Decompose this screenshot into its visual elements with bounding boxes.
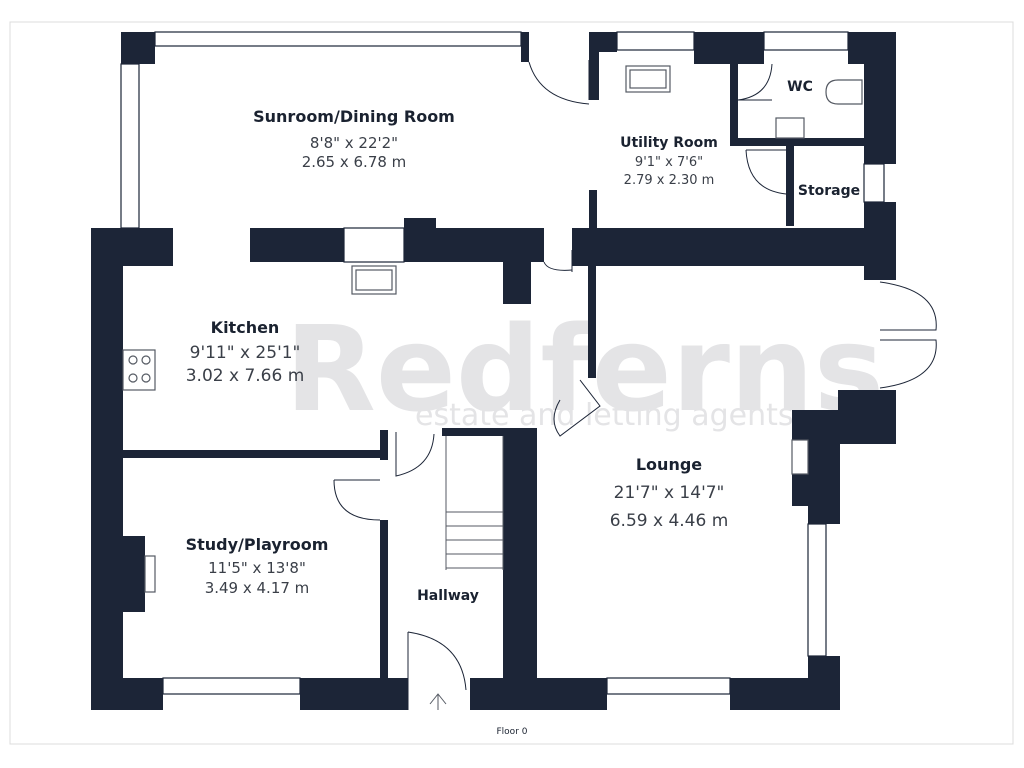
wall-kitchen-top-c — [404, 228, 544, 262]
utility-metric: 2.79 x 2.30 m — [624, 173, 715, 188]
window-study-bottom — [162, 677, 301, 695]
walls — [91, 32, 896, 710]
room-labels: Sunroom/Dining Room 8'8" x 22'2" 2.65 x … — [186, 79, 861, 737]
door-wc-swing — [737, 63, 773, 101]
hob-ring-4 — [141, 373, 151, 383]
page-border — [9, 21, 1014, 745]
wall-right-upper — [864, 32, 896, 164]
study-metric: 3.49 x 4.17 m — [205, 579, 310, 597]
sunroom-name: Sunroom/Dining Room — [253, 107, 455, 126]
door-sunroom-swing — [528, 61, 590, 105]
study-imperial: 11'5" x 13'8" — [208, 559, 306, 577]
wc-name: WC — [787, 79, 813, 95]
wall-utility-top-mid — [694, 32, 764, 64]
window-wc-top — [763, 31, 849, 51]
window-kitchen-top — [343, 227, 405, 263]
wc-toilet — [825, 79, 863, 105]
door-front — [407, 631, 467, 710]
wall-sunroom-corner-right — [521, 32, 529, 62]
window-lounge-right — [807, 523, 827, 657]
stairs-arrow-icon — [429, 693, 447, 710]
wall-hall-right — [503, 428, 537, 710]
wall-lounge-right-lower — [808, 656, 840, 710]
wall-lounge-right-step — [808, 500, 840, 524]
kitchen-sink-inner — [355, 269, 393, 291]
wall-study-hall — [380, 430, 388, 460]
utility-name: Utility Room — [620, 135, 718, 151]
wall-bottom-study — [300, 678, 408, 710]
lounge-name: Lounge — [636, 455, 702, 474]
hob-ring-1 — [128, 355, 138, 365]
wall-lounge-top — [572, 228, 896, 266]
kitchen-metric: 3.02 x 7.66 m — [186, 366, 305, 386]
wc-basin — [775, 117, 805, 139]
door-hall-kitchen — [395, 432, 435, 477]
windows — [120, 31, 885, 695]
hallway-name: Hallway — [417, 588, 479, 604]
wall-bottom-hall — [470, 678, 607, 710]
wall-kitchen-lounge — [588, 266, 596, 378]
kitchen-name: Kitchen — [211, 318, 280, 337]
watermark-tagline: estate and letting agents — [415, 398, 794, 433]
wall-bottom-left — [91, 678, 163, 710]
wall-kitchen-pillar — [503, 262, 531, 304]
hob-ring-2 — [141, 355, 151, 365]
wall-study-right — [380, 520, 388, 680]
wall-kitchen-study — [123, 450, 383, 458]
door-storage-swing — [745, 149, 787, 195]
wall-sunroom-corner — [121, 32, 155, 64]
window-lounge-bottom — [606, 677, 731, 695]
door-french-1 — [879, 281, 937, 331]
watermark: Redferns estate and letting agents — [285, 300, 884, 438]
study-name: Study/Playroom — [186, 535, 329, 554]
sunroom-imperial: 8'8" x 22'2" — [310, 134, 398, 152]
wall-hall-top — [442, 428, 537, 436]
door-study — [333, 479, 381, 521]
door-lounge-hall — [553, 379, 601, 437]
wall-storage-divider — [786, 146, 794, 226]
door-french-2 — [879, 339, 937, 389]
window-sunroom-left — [120, 63, 140, 229]
utility-imperial: 9'1" x 7'6" — [635, 155, 703, 170]
wall-utility-stub — [589, 190, 597, 228]
study-fireplace — [144, 555, 156, 593]
stairs — [429, 436, 504, 710]
watermark-brand: Redferns — [285, 300, 884, 438]
wall-study-chimney — [123, 536, 145, 612]
kitchen-imperial: 9'11" x 25'1" — [190, 343, 301, 363]
kitchen-hob — [122, 349, 156, 391]
wall-right-lower — [838, 390, 896, 444]
wall-utility-top-left — [589, 32, 617, 52]
sunroom-metric: 2.65 x 6.78 m — [302, 153, 407, 171]
window-utility-top — [616, 31, 695, 51]
lounge-metric: 6.59 x 4.46 m — [610, 511, 729, 531]
window-sunroom-top — [154, 31, 522, 47]
wall-utility-left — [589, 52, 599, 100]
lounge-imperial: 21'7" x 14'7" — [614, 483, 725, 503]
hob-ring-3 — [128, 373, 138, 383]
wall-left-outer — [91, 228, 123, 710]
wall-kitchen-top-a — [250, 228, 344, 262]
window-storage-right — [863, 163, 885, 203]
door-kitchen-swing — [543, 261, 573, 271]
fixtures — [122, 65, 863, 593]
utility-sink-inner — [629, 69, 667, 89]
doors — [333, 60, 937, 710]
wall-wc-bottom — [730, 138, 864, 146]
lounge-fireplace — [791, 439, 809, 475]
storage-name: Storage — [798, 183, 860, 199]
floor-label: Floor 0 — [497, 727, 528, 737]
wall-wc-left — [730, 64, 738, 144]
